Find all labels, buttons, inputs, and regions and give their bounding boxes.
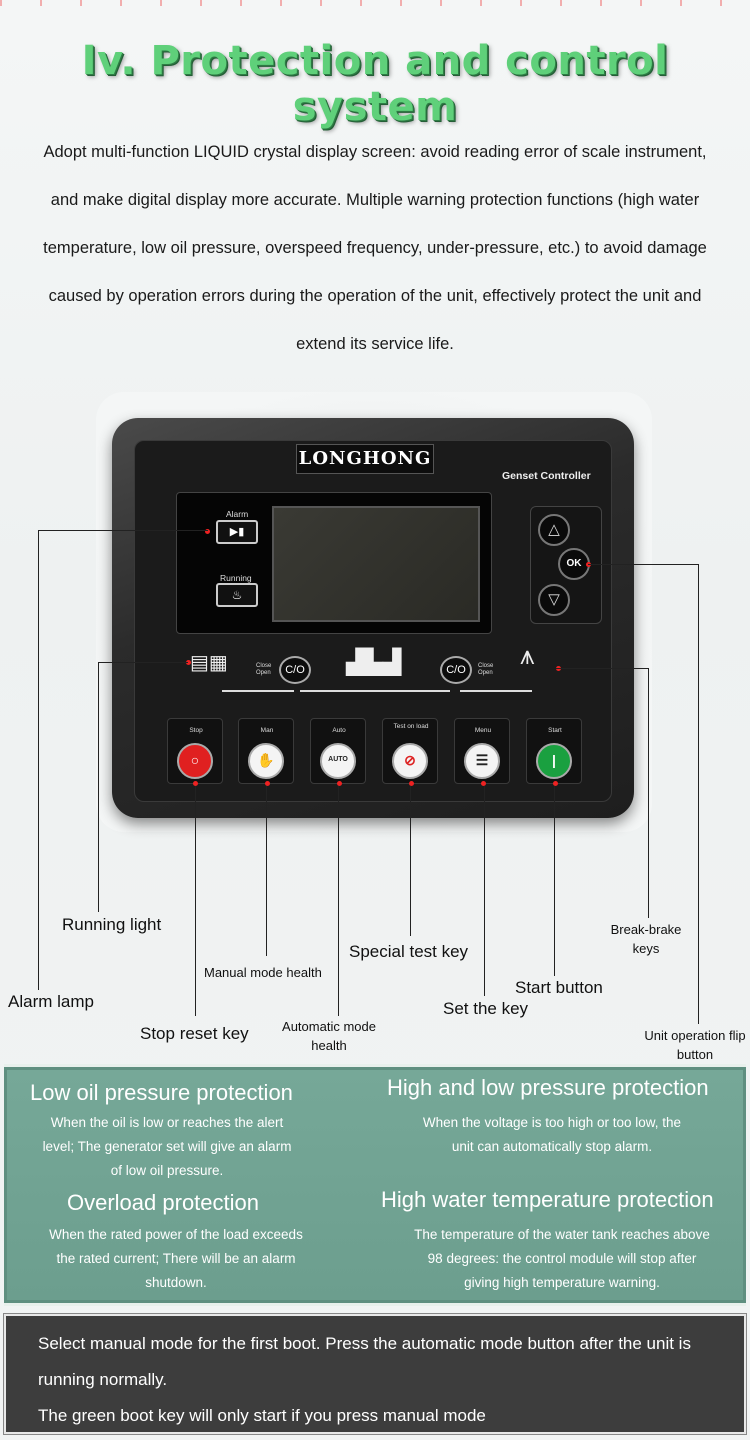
down-arrow-button[interactable]: ▽: [538, 584, 570, 616]
bus-line-right: [460, 690, 532, 692]
stop-key-label: Stop: [189, 727, 203, 734]
menu-key-cell: Menu ☰: [454, 718, 510, 784]
generator-led: [186, 660, 191, 665]
test-led: [409, 781, 414, 786]
generator-icon: ▤▦: [190, 652, 228, 674]
mains-changeover-button[interactable]: C/O: [440, 656, 472, 684]
intro-paragraph: Adopt multi-function LIQUID crystal disp…: [43, 143, 707, 353]
callout-alarm-lamp: Alarm lamp: [8, 992, 94, 1011]
hand-icon[interactable]: ✋: [248, 743, 284, 779]
notice-line-2: The green boot key will only start if yo…: [38, 1406, 486, 1425]
callout-stop-reset: Stop reset key: [140, 1024, 249, 1043]
running-engine-icon: ♨: [216, 583, 258, 607]
bus-line-center: [300, 690, 450, 692]
controller-brand: LONGHONG: [296, 444, 434, 474]
callout-special-test: Special test key: [349, 942, 469, 961]
man-key-label: Man: [260, 727, 274, 734]
controller-model: Genset Controller: [502, 470, 591, 482]
up-arrow-button[interactable]: △: [538, 514, 570, 546]
auto-led: [337, 781, 342, 786]
stop-key-cell: Stop ○: [167, 718, 223, 784]
stop-button[interactable]: ○: [177, 743, 213, 779]
gen-changeover-button[interactable]: C/O: [279, 656, 311, 684]
auto-key-label: Auto: [332, 727, 346, 734]
menu-led: [481, 781, 486, 786]
start-key-cell: Start |: [526, 718, 582, 784]
man-led: [265, 781, 270, 786]
alarm-indicator-label: Alarm: [226, 509, 249, 519]
callout-running-light: Running light: [62, 915, 162, 934]
test-key-cell: Test on load ⊘: [382, 718, 438, 784]
voltage-text: When the voltage is too high or too low,…: [422, 1115, 682, 1154]
power-tower-icon: ⩚: [520, 640, 535, 670]
test-icon[interactable]: ⊘: [392, 743, 428, 779]
water-temp-heading: High water temperature protection: [381, 1187, 714, 1212]
ok-button[interactable]: OK: [558, 548, 590, 580]
bus-line-left: [222, 690, 294, 692]
menu-icon[interactable]: ☰: [464, 743, 500, 779]
top-border-decoration: [0, 0, 750, 6]
callout-set-key: Set the key: [443, 999, 529, 1018]
page-title: Iv. Protection and control system: [81, 38, 669, 130]
test-key-label: Test on load: [393, 723, 429, 730]
alarm-led: [205, 529, 210, 534]
man-key-cell: Man ✋: [238, 718, 294, 784]
start-key-label: Start: [548, 727, 562, 734]
overload-heading: Overload protection: [67, 1190, 259, 1215]
low-oil-text: When the oil is low or reaches the alert…: [42, 1115, 292, 1178]
start-led: [553, 781, 558, 786]
notice-line-1: Select manual mode for the first boot. P…: [38, 1334, 691, 1389]
overload-text: When the rated power of the load exceeds…: [49, 1227, 303, 1290]
alarm-horn-icon: ▶▮: [216, 520, 258, 544]
callout-automatic-mode: Automatic mode health: [282, 1019, 376, 1053]
auto-button[interactable]: AUTO: [320, 743, 356, 779]
callout-unit-operation: Unit operation flip button: [644, 1028, 746, 1062]
auto-key-cell: Auto AUTO: [310, 718, 366, 784]
protection-panel: [4, 1064, 746, 1306]
lcd-display: [272, 506, 480, 622]
menu-key-label: Menu: [474, 727, 492, 734]
notice-box: Select manual mode for the first boot. P…: [4, 1314, 746, 1434]
running-indicator-label: Running: [220, 573, 252, 583]
callout-start-button: Start button: [515, 978, 603, 997]
stop-led: [193, 781, 198, 786]
low-oil-heading: Low oil pressure protection: [30, 1080, 293, 1105]
callout-manual-mode: Manual mode health: [204, 965, 322, 980]
voltage-heading: High and low pressure protection: [387, 1075, 709, 1100]
callout-break-brake: Break-brake keys: [610, 922, 682, 956]
factory-load-icon: ▟▙▟: [346, 649, 402, 676]
water-temp-text: The temperature of the water tank reache…: [414, 1227, 710, 1290]
start-button[interactable]: |: [536, 743, 572, 779]
